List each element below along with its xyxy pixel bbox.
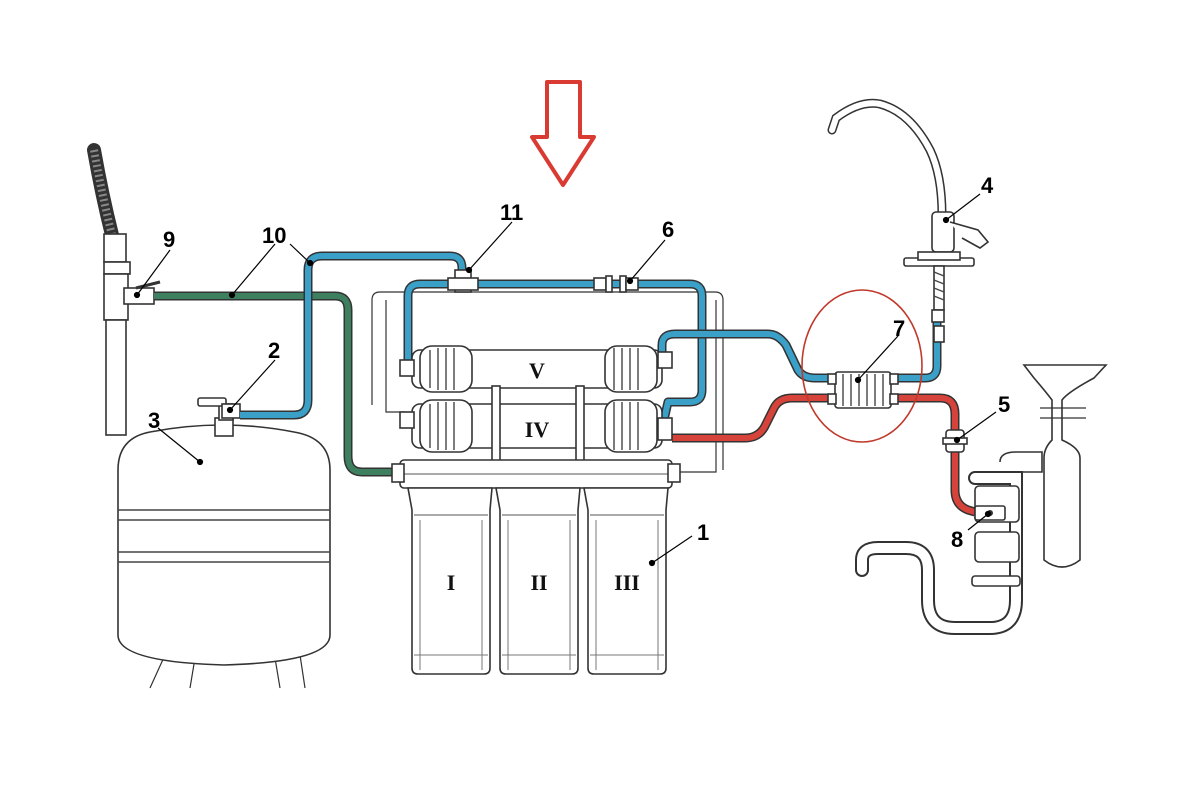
stage-v-filter	[399, 345, 673, 393]
faucet	[827, 98, 990, 343]
tee-fitting	[447, 269, 479, 293]
stage-iv-filter	[399, 399, 673, 453]
stage-label-iv: IV	[525, 417, 550, 442]
callout-3: 3	[148, 408, 160, 433]
stage-label-i: I	[447, 570, 456, 595]
flow-restrictor	[827, 371, 899, 409]
callout-5: 5	[998, 392, 1010, 417]
callout-10: 10	[262, 223, 286, 248]
stage-ii-filter	[495, 487, 581, 675]
callout-8: 8	[951, 527, 963, 552]
highlight-circle	[801, 289, 923, 443]
callout-6: 6	[662, 217, 674, 242]
storage-tank	[117, 403, 331, 689]
sink-drain-siphon	[855, 364, 1108, 635]
callout-1: 1	[697, 520, 709, 545]
callout-11: 11	[500, 200, 523, 225]
internal-tubes	[371, 291, 724, 473]
stage-iii-filter	[583, 487, 669, 675]
stage-i-filter	[407, 487, 493, 675]
stage-label-ii: II	[530, 570, 547, 595]
inlet-hose	[87, 143, 131, 436]
stage-label-iii: III	[614, 570, 640, 595]
callout-2: 2	[268, 338, 280, 363]
callout-7: 7	[893, 316, 905, 341]
callout-4: 4	[981, 173, 994, 198]
filter-manifold	[391, 459, 681, 489]
down-arrow-icon	[530, 80, 596, 187]
stage-label-v: V	[529, 358, 545, 383]
callout-9: 9	[163, 227, 175, 252]
